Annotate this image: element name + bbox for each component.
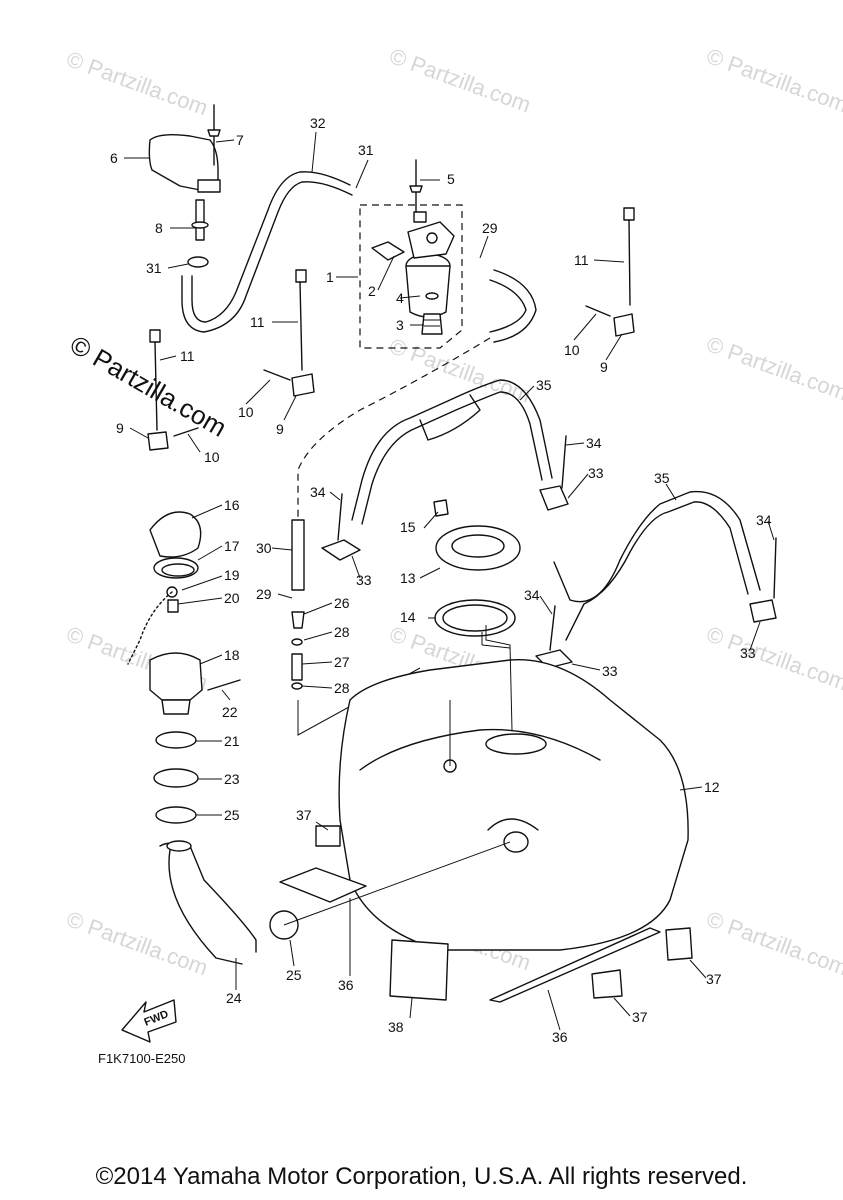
callout-7: 7 bbox=[236, 132, 244, 148]
callout-9: 9 bbox=[276, 421, 284, 437]
callout-35: 35 bbox=[654, 470, 670, 486]
leader-lines bbox=[124, 131, 775, 1031]
callout-6: 6 bbox=[110, 150, 118, 166]
watermark: © Partzilla.com bbox=[703, 621, 843, 695]
callout-37: 37 bbox=[706, 971, 722, 987]
callout-9: 9 bbox=[116, 420, 124, 436]
callout-5: 5 bbox=[447, 171, 455, 187]
pads bbox=[279, 825, 693, 1003]
callout-29: 29 bbox=[482, 220, 498, 236]
callout-33: 33 bbox=[356, 572, 372, 588]
callout-19: 19 bbox=[224, 567, 240, 583]
callout-37: 37 bbox=[296, 807, 312, 823]
callout-11: 11 bbox=[250, 314, 265, 330]
fuel-filter-assembly bbox=[359, 159, 463, 349]
watermark: © Partzilla.com bbox=[63, 46, 211, 120]
callout-33: 33 bbox=[740, 645, 756, 661]
hose-32 bbox=[181, 171, 353, 333]
copyright-notice: ©2014 Yamaha Motor Corporation, U.S.A. A… bbox=[95, 1163, 748, 1190]
callout-34: 34 bbox=[756, 512, 772, 528]
callout-38: 38 bbox=[388, 1019, 404, 1035]
callout-34: 34 bbox=[310, 484, 326, 500]
callout-33: 33 bbox=[602, 663, 618, 679]
callout-14: 14 bbox=[400, 609, 416, 625]
callout-10: 10 bbox=[564, 342, 580, 358]
watermark: © Partzilla.com bbox=[63, 906, 211, 980]
watermark: © Partzilla.com bbox=[703, 43, 843, 117]
watermark: © Partzilla.com bbox=[703, 906, 843, 980]
filler-neck bbox=[149, 652, 299, 965]
callout-29: 29 bbox=[256, 586, 272, 602]
callout-25: 25 bbox=[286, 967, 302, 983]
callout-22: 22 bbox=[222, 704, 238, 720]
callout-26: 26 bbox=[334, 595, 350, 611]
callout-34: 34 bbox=[524, 587, 540, 603]
callouts: 6 7 8 31 32 31 5 1 2 4 3 29 11 10 9 11 1… bbox=[110, 115, 772, 1045]
fuel-cap-group bbox=[127, 511, 202, 665]
callout-24: 24 bbox=[226, 990, 242, 1006]
callout-12: 12 bbox=[704, 779, 720, 795]
hose-30 bbox=[291, 269, 537, 591]
cover-group bbox=[148, 104, 221, 268]
watermark: © Partzilla.com bbox=[386, 333, 534, 407]
pump-plate bbox=[433, 499, 521, 649]
callout-16: 16 bbox=[224, 497, 240, 513]
callout-36: 36 bbox=[338, 977, 354, 993]
callout-35: 35 bbox=[536, 377, 552, 393]
callout-30: 30 bbox=[256, 540, 272, 556]
fuel-tank bbox=[338, 625, 689, 951]
callout-13: 13 bbox=[400, 570, 416, 586]
callout-1: 1 bbox=[326, 269, 334, 285]
callout-27: 27 bbox=[334, 654, 350, 670]
callout-34: 34 bbox=[586, 435, 602, 451]
callout-25: 25 bbox=[224, 807, 240, 823]
callout-23: 23 bbox=[224, 771, 240, 787]
callout-28: 28 bbox=[334, 680, 350, 696]
callout-8: 8 bbox=[155, 220, 163, 236]
cable-ties bbox=[147, 207, 635, 451]
callout-31: 31 bbox=[146, 260, 162, 276]
callout-37: 37 bbox=[632, 1009, 648, 1025]
callout-28: 28 bbox=[334, 624, 350, 640]
watermark: © Partzilla.com bbox=[386, 43, 534, 117]
straps bbox=[321, 379, 777, 669]
callout-33: 33 bbox=[588, 465, 604, 481]
callout-21: 21 bbox=[224, 733, 240, 749]
callout-3: 3 bbox=[396, 317, 404, 333]
callout-20: 20 bbox=[224, 590, 240, 606]
callout-2: 2 bbox=[368, 283, 376, 299]
callout-4: 4 bbox=[396, 290, 404, 306]
callout-18: 18 bbox=[224, 647, 240, 663]
callout-10: 10 bbox=[238, 404, 254, 420]
callout-31: 31 bbox=[358, 142, 374, 158]
callout-17: 17 bbox=[224, 538, 240, 554]
fwd-arrow: FWD bbox=[121, 999, 177, 1043]
callout-36: 36 bbox=[552, 1029, 568, 1045]
callout-9: 9 bbox=[600, 359, 608, 375]
callout-10: 10 bbox=[204, 449, 220, 465]
watermark-main: © Partzilla.com bbox=[65, 329, 232, 443]
callout-15: 15 bbox=[400, 519, 416, 535]
diagram-code: F1K7100-E250 bbox=[98, 1051, 185, 1066]
callout-11: 11 bbox=[574, 252, 589, 268]
callout-32: 32 bbox=[310, 115, 326, 131]
callout-11: 11 bbox=[180, 348, 195, 364]
watermark: © Partzilla.com bbox=[703, 331, 843, 405]
